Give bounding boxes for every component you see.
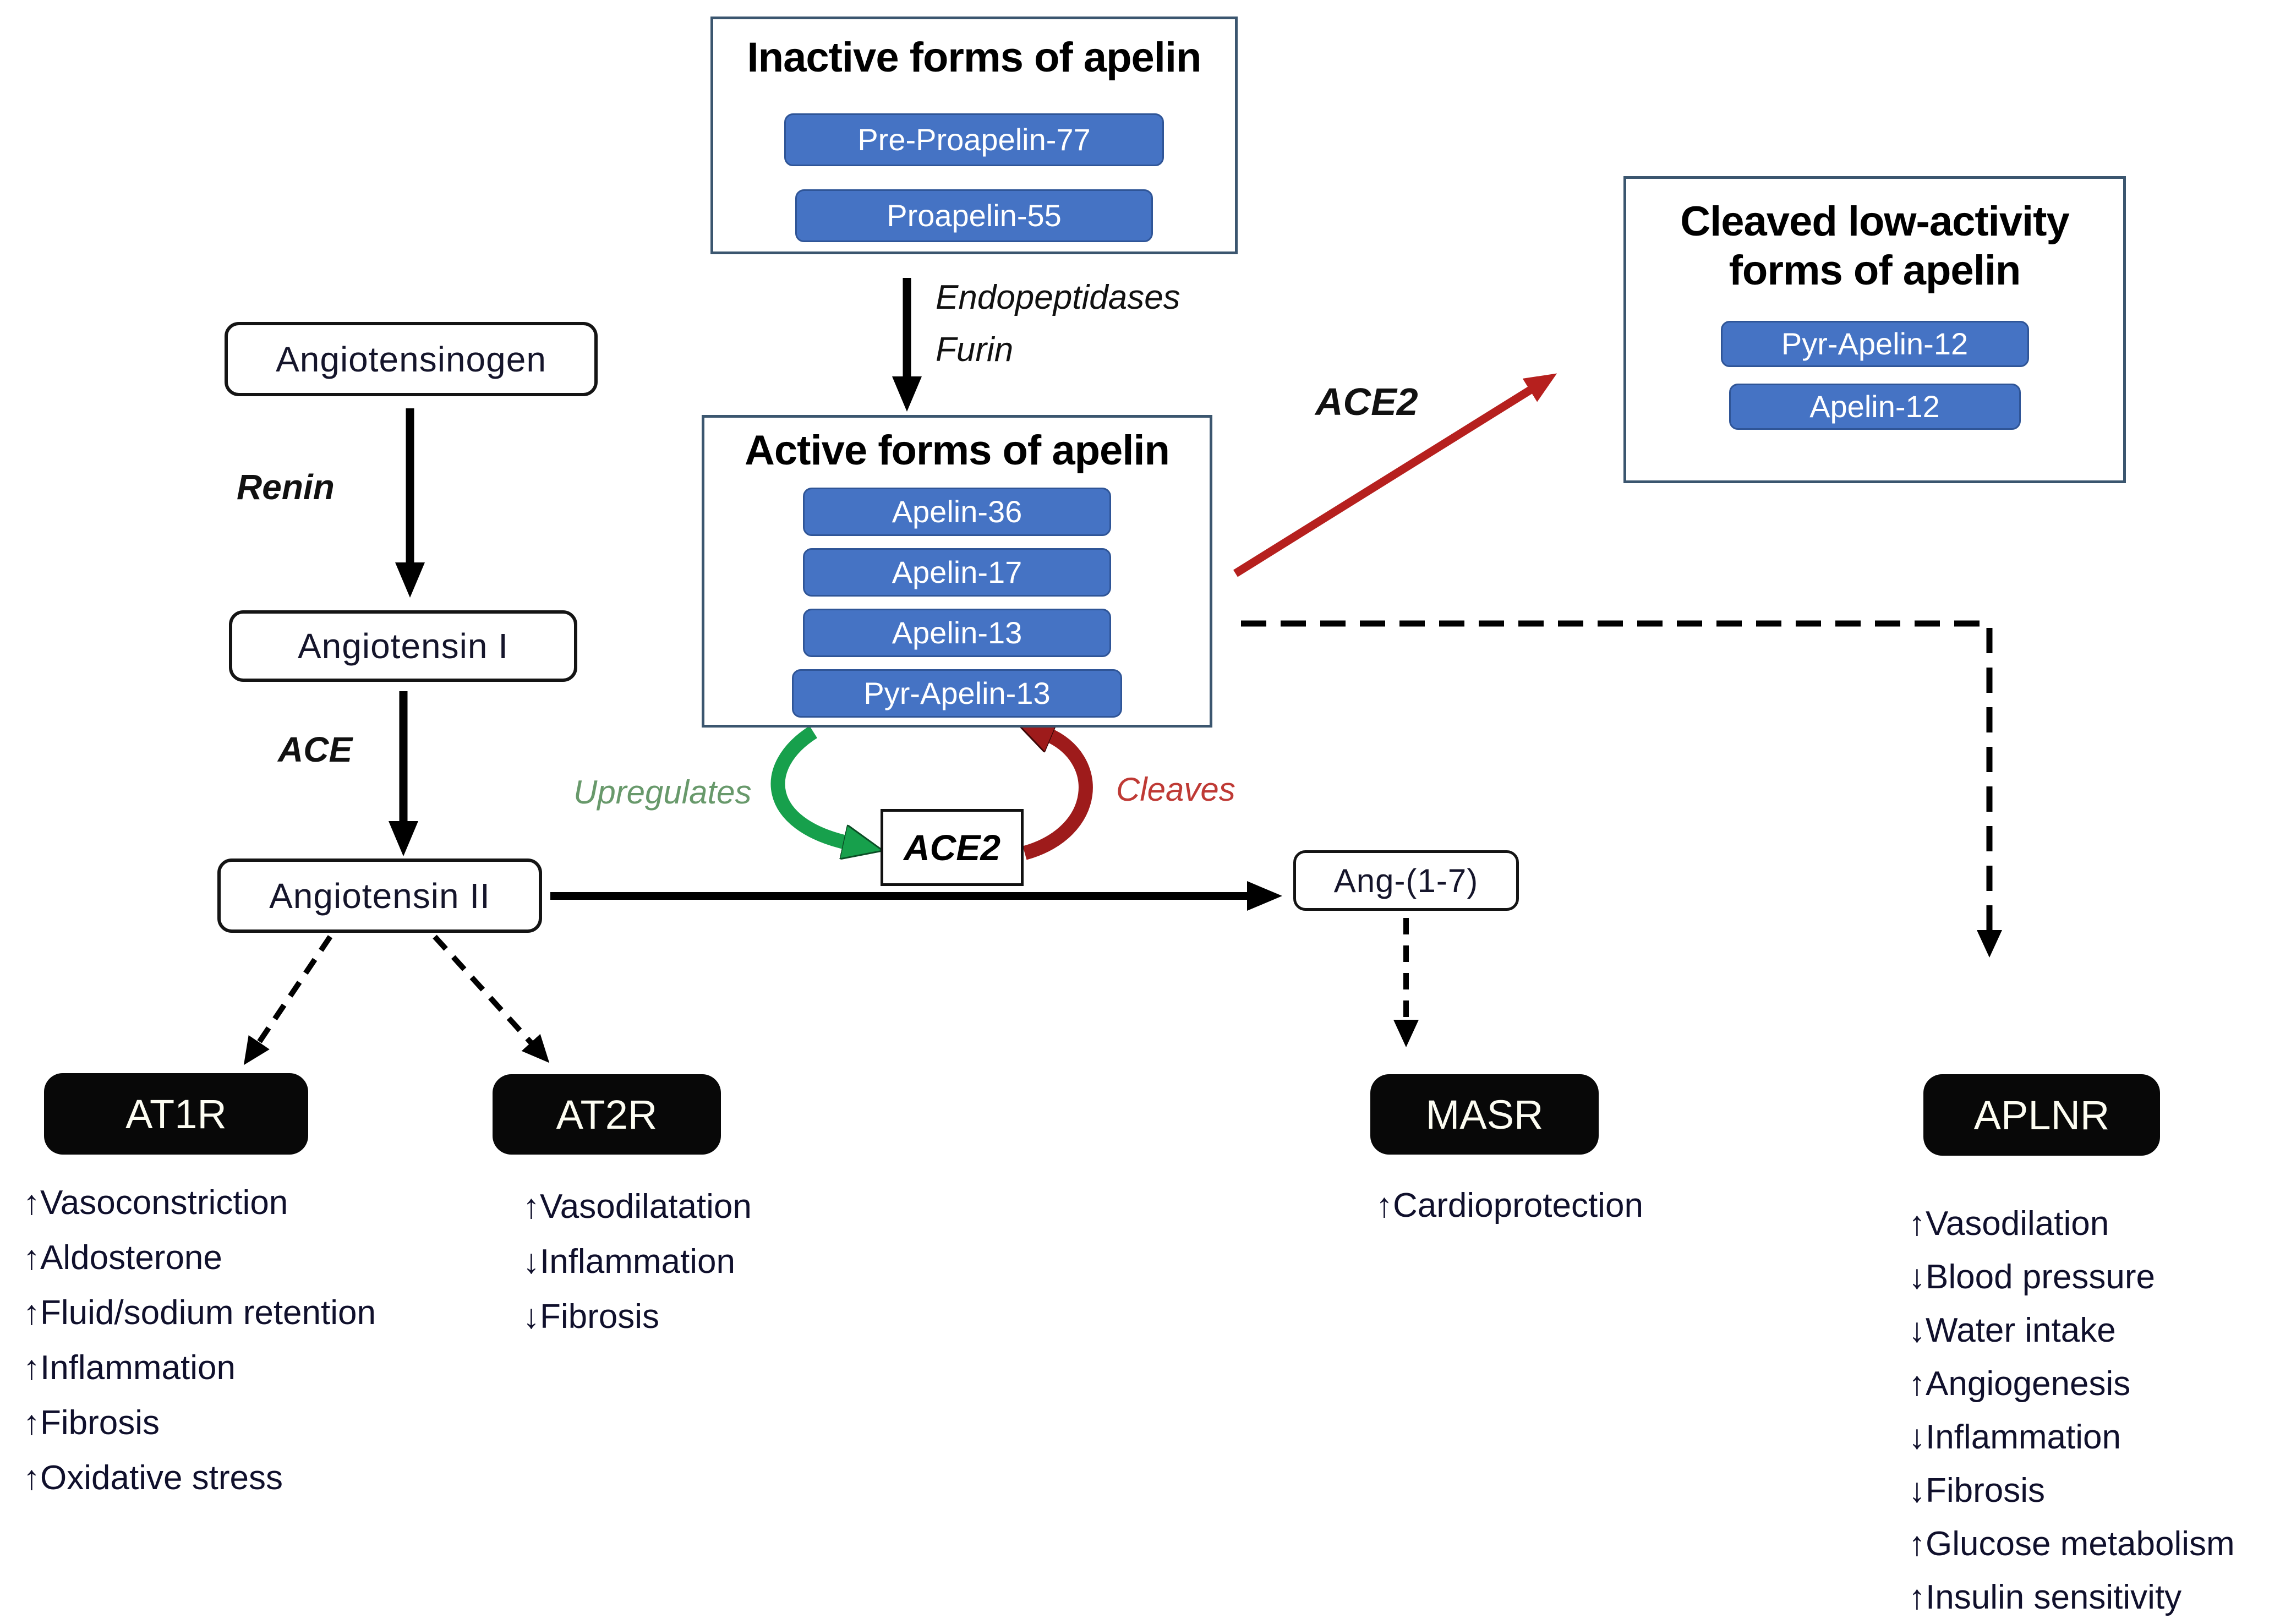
effect-item: ↑Fibrosis (23, 1395, 376, 1450)
up-arrow-icon: ↑ (23, 1348, 40, 1387)
effect-item: ↓Blood pressure (1909, 1250, 2235, 1304)
effect-item: ↑Oxidative stress (23, 1450, 376, 1505)
ace-label: ACE (278, 730, 353, 769)
effect-item: ↑Angiogenesis (1909, 1357, 2235, 1410)
effect-item: ↓ Fibrosis (1909, 1464, 2235, 1517)
effect-item: ↑Aldosterone (23, 1230, 376, 1285)
effect-text: Insulin sensitivity (1926, 1578, 2182, 1616)
at2r-receptor-box: AT2R (493, 1074, 721, 1155)
effect-text: Vasoconstriction (40, 1183, 288, 1222)
effect-item: ↑Cardioprotection (1376, 1178, 1643, 1233)
up-arrow-icon: ↑ (23, 1238, 40, 1277)
masr-receptor-box: MASR (1370, 1074, 1599, 1155)
down-arrow-icon: ↓ (1909, 1418, 1926, 1456)
upregulates-arc-arrow (770, 726, 849, 843)
angii-to-at2r-dashed-arrow (433, 934, 550, 1063)
effect-item: ↑Insulin sensitivity (1909, 1571, 2235, 1624)
effect-text: Fibrosis (1926, 1472, 2046, 1510)
angii-to-at1r-dashed-arrow (243, 935, 333, 1065)
aplnr-effects-list: ↑Vasodilation ↓Blood pressure ↓Water int… (1909, 1197, 2235, 1624)
effect-item: ↓Inflammation (523, 1234, 752, 1289)
pill-apelin-17: Apelin-17 (803, 548, 1111, 597)
down-arrow-icon: ↓ (523, 1297, 540, 1336)
effect-text: Glucose metabolism (1926, 1525, 2235, 1563)
angiotensinogen-box: Angiotensinogen (225, 322, 598, 396)
ace2-box: ACE2 (881, 809, 1024, 886)
angiotensin-i-box: Angiotensin I (229, 610, 577, 682)
effect-text: Vasodilation (1926, 1205, 2109, 1243)
pill-pyr-apelin-12: Pyr-Apelin-12 (1720, 320, 2029, 367)
down-arrow-icon: ↓ (523, 1242, 540, 1281)
cleaves-label: Cleaves (1116, 771, 1235, 808)
ace2-cleavage-arrow (1233, 373, 1557, 577)
effect-item: ↑Inflammation (23, 1340, 376, 1395)
pill-apelin-12: Apelin-12 (1729, 383, 2021, 430)
effect-text: Fibrosis (40, 1403, 160, 1442)
cleaves-arc-arrow (1025, 734, 1093, 860)
furin-label: Furin (936, 331, 1014, 369)
active-forms-panel: Active forms of apelin Apelin-36 Apelin-… (702, 415, 1212, 728)
down-arrow-icon: ↓ (1909, 1258, 1926, 1296)
up-arrow-icon: ↑ (1909, 1525, 1926, 1563)
effect-text: Inflammation (40, 1348, 236, 1387)
effect-item: ↓ Inflammation (1909, 1410, 2235, 1464)
inactive-forms-title: Inactive forms of apelin (747, 34, 1202, 81)
effect-item: ↓Fibrosis (523, 1289, 752, 1344)
pill-pre-proapelin-77: Pre-Proapelin-77 (784, 113, 1164, 166)
effect-text: Aldosterone (40, 1238, 222, 1277)
effect-item: ↑Vasodilation (1909, 1197, 2235, 1250)
cleaved-forms-panel: Cleaved low-activity forms of apelin Pyr… (1623, 176, 2126, 483)
active-forms-title: Active forms of apelin (745, 427, 1170, 474)
up-arrow-icon: ↑ (23, 1403, 40, 1442)
effect-item: ↑Glucose metabolism (1909, 1517, 2235, 1571)
effect-text: Blood pressure (1926, 1258, 2156, 1296)
up-arrow-icon: ↑ (1376, 1186, 1393, 1224)
down-arrow-icon: ↓ (1909, 1472, 1926, 1510)
pill-apelin-13: Apelin-13 (803, 608, 1111, 657)
at1r-effects-list: ↑Vasoconstriction ↑Aldosterone ↑Fluid/so… (23, 1175, 376, 1505)
up-arrow-icon: ↑ (23, 1458, 40, 1497)
effect-text: Inflammation (1926, 1418, 2121, 1456)
masr-effects-list: ↑Cardioprotection (1376, 1178, 1643, 1233)
ang-1-7-box: Ang-(1-7) (1293, 850, 1519, 911)
pill-apelin-36: Apelin-36 (803, 487, 1111, 536)
effect-text: Inflammation (540, 1242, 735, 1281)
effect-item: ↑ Vasodilatation (523, 1179, 752, 1234)
cleaved-forms-title-line1: Cleaved low-activity (1680, 198, 2069, 245)
at2r-effects-list: ↑ Vasodilatation ↓Inflammation ↓Fibrosis (523, 1179, 752, 1344)
up-arrow-icon: ↑ (1909, 1578, 1926, 1616)
ace2-arrow-label: ACE2 (1315, 380, 1418, 423)
angiotensin-ii-box: Angiotensin II (217, 859, 542, 933)
effect-text: Vasodilatation (540, 1187, 752, 1226)
cleaved-forms-title-line2: forms of apelin (1729, 247, 2021, 294)
apelin-to-aplnr-dashed-arrow (1241, 620, 2002, 958)
effect-text: Cardioprotection (1393, 1186, 1643, 1224)
endopeptidases-label: Endopeptidases (936, 278, 1180, 316)
effect-text: Angiogenesis (1926, 1365, 2131, 1403)
upregulates-label: Upregulates (573, 774, 752, 811)
at1r-receptor-box: AT1R (44, 1073, 308, 1155)
renin-label: Renin (237, 467, 335, 507)
effect-item: ↑Fluid/sodium retention (23, 1285, 376, 1340)
up-arrow-icon: ↑ (23, 1183, 40, 1222)
aplnr-receptor-box: APLNR (1923, 1074, 2160, 1156)
down-arrow-icon: ↓ (1909, 1311, 1926, 1349)
up-arrow-icon: ↑ (1909, 1205, 1926, 1243)
effect-text: Oxidative stress (40, 1458, 283, 1497)
pill-proapelin-55: Proapelin-55 (795, 189, 1153, 242)
effect-text: Water intake (1926, 1311, 2116, 1349)
effect-item: ↓Water intake (1909, 1304, 2235, 1357)
effect-text: Fibrosis (540, 1297, 660, 1336)
inactive-forms-panel: Inactive forms of apelin Pre-Proapelin-7… (710, 17, 1238, 254)
effect-item: ↑Vasoconstriction (23, 1175, 376, 1230)
up-arrow-icon: ↑ (523, 1187, 540, 1226)
effect-text: Fluid/sodium retention (40, 1293, 376, 1332)
up-arrow-icon: ↑ (23, 1293, 40, 1332)
up-arrow-icon: ↑ (1909, 1365, 1926, 1403)
pill-pyr-apelin-13: Pyr-Apelin-13 (792, 669, 1122, 718)
